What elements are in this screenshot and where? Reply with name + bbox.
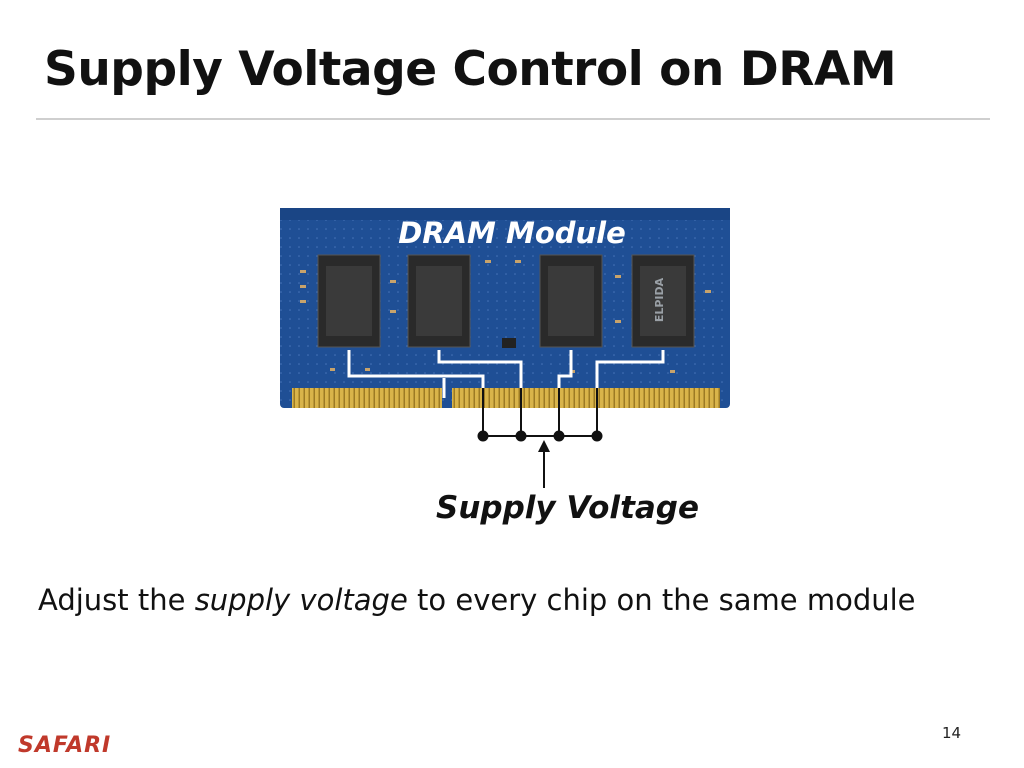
page-number: 14	[942, 724, 962, 742]
dram-module-board	[280, 208, 730, 408]
slide-title: Supply Voltage Control on DRAM	[44, 42, 897, 97]
memory-chip	[317, 254, 381, 348]
supply-arrow	[538, 440, 550, 488]
title-divider	[36, 118, 990, 120]
memory-chip	[407, 254, 471, 348]
slide-body-text: Adjust the supply voltage to every chip …	[38, 583, 916, 617]
chip-power-brackets	[347, 350, 665, 398]
supply-voltage-connections	[477, 388, 603, 442]
dram-module-label: DRAM Module	[398, 216, 626, 250]
memory-chip: ELPIDA	[631, 254, 695, 348]
body-text-pre: Adjust the	[38, 583, 195, 617]
chip-brand-marking: ELPIDA	[653, 277, 666, 322]
safari-logo: SAFARI	[18, 733, 112, 758]
body-text-post: to every chip on the same module	[407, 583, 916, 617]
gold-edge-connector	[292, 388, 720, 408]
body-text-emphasis: supply voltage	[194, 583, 408, 617]
supply-voltage-label: Supply Voltage	[436, 490, 700, 526]
memory-chip	[539, 254, 603, 348]
dram-module-figure: ELPIDA DRAM Module	[280, 208, 730, 442]
